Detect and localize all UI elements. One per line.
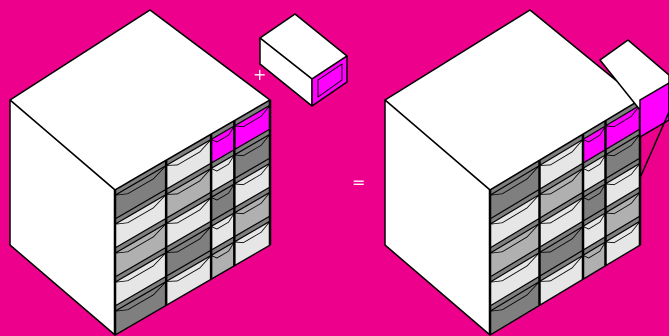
plus-sign: +	[253, 65, 266, 84]
module-box	[260, 14, 347, 106]
equals-sign: =	[352, 173, 365, 192]
